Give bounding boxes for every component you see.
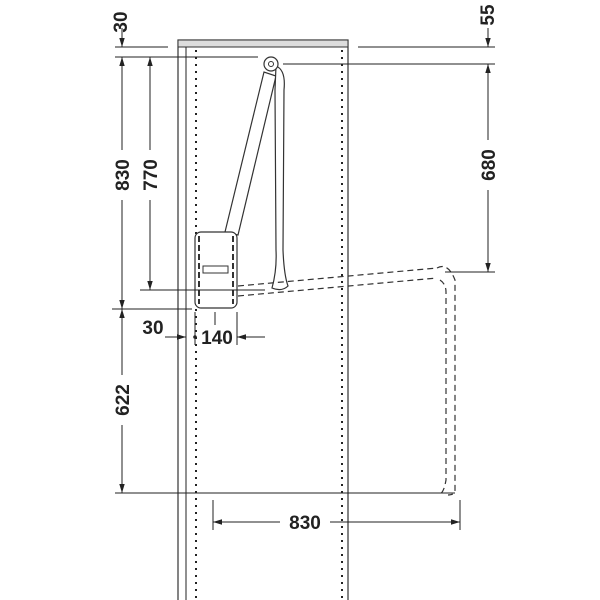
lift-mechanism — [194, 56, 456, 496]
dimension-lines — [119, 28, 491, 525]
dim-mechanism-width: 140 — [201, 328, 233, 349]
dim-lower-height: 622 — [113, 384, 134, 416]
dim-lift-range: 680 — [479, 149, 500, 181]
dim-top-left-offset: 30 — [111, 11, 132, 32]
dim-extension-width: 830 — [289, 513, 321, 534]
cabinet — [177, 39, 349, 600]
extension-lines — [112, 46, 495, 530]
dim-top-right-offset: 55 — [478, 4, 499, 26]
dim-side-offset: 30 — [142, 318, 163, 339]
dim-rod-height: 770 — [141, 159, 162, 191]
dim-total-height: 830 — [113, 159, 134, 191]
